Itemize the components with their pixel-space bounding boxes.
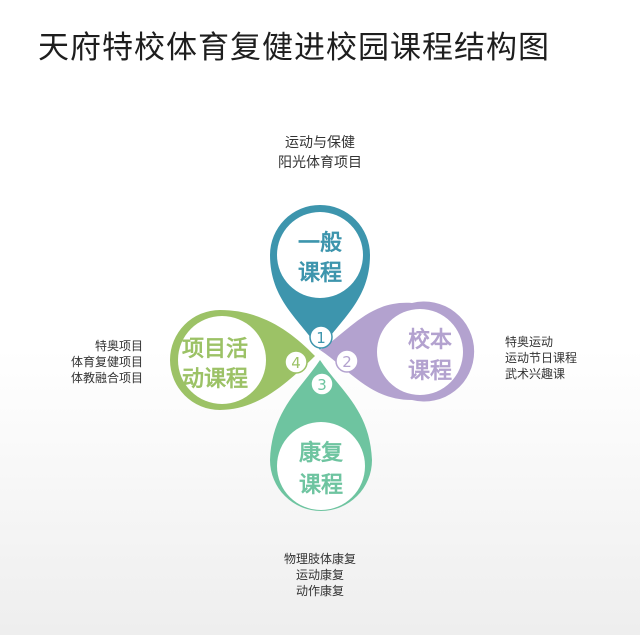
petal-label-line: 课程 xyxy=(408,359,452,384)
page-title: 天府特校体育复健进校园课程结构图 xyxy=(38,30,550,66)
petal-general-course: 一般 课程 xyxy=(270,204,370,350)
petal-label-line: 课程 xyxy=(298,261,342,286)
petal-label-line: 康复 xyxy=(299,440,344,466)
number-badge-bottom: 3 xyxy=(310,372,334,396)
note-rehab-course: 物理肢体康复 运动康复 动作康复 xyxy=(283,552,356,598)
petal-label-line: 一般 xyxy=(298,230,342,256)
petal-label-line: 校本 xyxy=(408,327,452,353)
petal-activity-course: 项目活 动课程 xyxy=(170,310,315,410)
svg-text:4: 4 xyxy=(291,354,301,372)
petal-school-course: 校本 课程 xyxy=(320,301,475,402)
petal-label-line: 项目活 xyxy=(182,337,248,362)
petal-label-line: 动课程 xyxy=(182,367,248,392)
note-activity-course: 特奥项目 体育复健项目 体教融合项目 xyxy=(70,339,143,385)
petal-label-line: 课程 xyxy=(299,473,343,498)
number-badge-left: 4 xyxy=(284,350,308,374)
svg-text:2: 2 xyxy=(342,353,352,371)
note-general-course: 运动与保健 阳光体育项目 xyxy=(278,135,362,171)
number-badge-top: 1 xyxy=(309,325,333,349)
svg-text:3: 3 xyxy=(317,376,327,394)
svg-text:1: 1 xyxy=(316,329,326,347)
note-school-course: 特奥运动 运动节日课程 武术兴趣课 xyxy=(505,335,578,381)
petal-rehab-course: 康复 课程 xyxy=(270,360,372,511)
number-badge-right: 2 xyxy=(335,349,359,373)
